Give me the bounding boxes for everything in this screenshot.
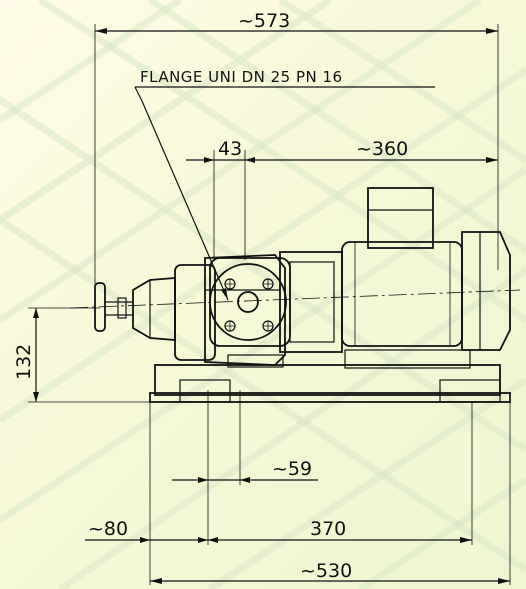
dim-base-length-label: ~530 bbox=[300, 560, 352, 582]
shaft-axis bbox=[69, 289, 521, 309]
flange-note-label: FLANGE UNI DN 25 PN 16 bbox=[140, 68, 343, 86]
electric-motor bbox=[341, 187, 511, 351]
dim-axis-height: 132 bbox=[13, 307, 160, 403]
dim-left-overhang-label: ~80 bbox=[88, 518, 128, 540]
dim-base-length: ~530 bbox=[150, 402, 511, 585]
dim-flange-offset-label: 43 bbox=[218, 138, 242, 160]
handwheel bbox=[94, 282, 133, 332]
dim-overall-length-label: ~573 bbox=[238, 10, 290, 32]
pump-body bbox=[132, 254, 286, 366]
dim-flange-offset: 43 ~360 bbox=[186, 138, 498, 260]
dim-foot-offset-label: ~59 bbox=[272, 458, 312, 480]
base-plate bbox=[149, 349, 511, 403]
dim-foot-offset: ~59 bbox=[172, 390, 318, 545]
dim-motor-length-label: ~360 bbox=[356, 138, 408, 160]
flange-note: FLANGE UNI DN 25 PN 16 bbox=[134, 68, 435, 301]
dim-left-overhang: ~80 370 bbox=[85, 402, 473, 585]
dim-overall-length: ~573 bbox=[94, 10, 499, 290]
dim-axis-height-label: 132 bbox=[13, 344, 35, 380]
dim-foot-spacing-label: 370 bbox=[310, 518, 346, 540]
